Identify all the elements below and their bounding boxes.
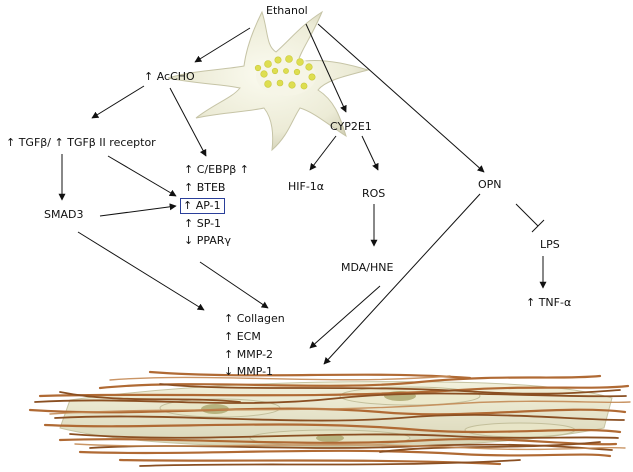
node-ppar-gamma: ↓ PPARγ	[184, 234, 231, 247]
node-ethanol: Ethanol	[266, 4, 308, 17]
arrow-opn-outcomes	[323, 193, 481, 365]
node-ap1: ↑ AP-1	[180, 198, 225, 214]
node-bteb: ↑ BTEB	[184, 181, 226, 194]
inhibition-opn-lps	[515, 203, 539, 227]
stellate-cell-illustration	[167, 10, 370, 152]
arrow-cyp2e1-ros	[361, 135, 379, 171]
arrow-ethanol-acetaldehyde	[194, 27, 251, 63]
inhibition-bar	[531, 219, 545, 233]
node-cebp: ↑ C/EBPβ ↑	[184, 163, 249, 176]
arrow-ethanol-cyp2e1	[305, 23, 347, 113]
node-opn: OPN	[478, 178, 502, 191]
node-cyp2e1: CYP2E1	[330, 120, 372, 133]
pathway-arrows	[58, 23, 547, 365]
collagen-fiber-mesh	[28, 370, 631, 467]
node-smad3: SMAD3	[44, 208, 84, 221]
arrow-tgf-ap1	[107, 155, 177, 197]
outcome-collagen: ↑ Collagen	[224, 312, 285, 325]
arrow-ppar-outcomes	[199, 261, 269, 309]
arrow-cyp2e1-hif	[309, 135, 337, 171]
node-hif1a: HIF-1α	[288, 180, 325, 193]
arrow-smad3-outcomes	[77, 231, 205, 311]
node-tgf-beta: ↑ TGFβ/ ↑ TGFβ II receptor	[6, 136, 156, 149]
arrow-smad3-ap1	[99, 203, 177, 217]
outcome-ecm: ↑ ECM	[224, 330, 261, 343]
arrow-mda-outcomes	[309, 285, 381, 349]
node-mda-hne: MDA/HNE	[341, 261, 394, 274]
arrow-acetaldehyde-cebp	[169, 87, 207, 157]
outcome-mmp2: ↑ MMP-2	[224, 348, 274, 361]
node-tnf-alpha: ↑ TNF-α	[526, 296, 572, 309]
outcome-mmp1: ↓ MMP-1	[224, 365, 274, 378]
node-ros: ROS	[362, 187, 386, 200]
node-lps: LPS	[540, 238, 560, 251]
node-acetaldehyde: ↑ AcCHO	[144, 70, 195, 83]
node-sp1: ↑ SP-1	[184, 217, 222, 230]
arrow-ethanol-opn	[317, 23, 485, 173]
arrow-acetaldehyde-tgf	[91, 85, 145, 119]
